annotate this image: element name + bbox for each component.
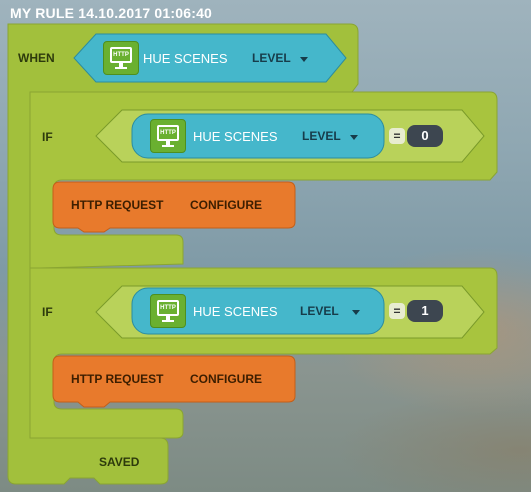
chevron-down-icon[interactable]	[300, 57, 308, 62]
action-2-name: HTTP REQUEST	[71, 372, 164, 386]
when-property-select[interactable]: LEVEL	[252, 51, 291, 65]
if-2-operator[interactable]: =	[389, 303, 405, 319]
http-icon-text: HTTP	[113, 52, 129, 58]
http-monitor-icon: HTTP	[150, 119, 186, 153]
action-2-configure[interactable]: CONFIGURE	[190, 372, 262, 386]
http-icon-text: HTTP	[160, 130, 176, 136]
action-1-configure[interactable]: CONFIGURE	[190, 198, 262, 212]
if-2-property-select[interactable]: LEVEL	[300, 304, 339, 318]
if-1-property-select[interactable]: LEVEL	[302, 129, 341, 143]
action-1-name: HTTP REQUEST	[71, 198, 164, 212]
http-icon-text: HTTP	[160, 305, 176, 311]
http-monitor-icon: HTTP	[150, 294, 186, 328]
if-2-device-block[interactable]	[131, 287, 385, 335]
action-block-1[interactable]	[52, 181, 296, 233]
when-device-block[interactable]	[73, 33, 347, 83]
when-device-name: HUE SCENES	[143, 51, 228, 66]
chevron-down-icon[interactable]	[352, 310, 360, 315]
http-monitor-icon: HTTP	[103, 41, 139, 75]
chevron-down-icon[interactable]	[350, 135, 358, 140]
if-1-operator[interactable]: =	[389, 128, 405, 144]
rule-title: MY RULE 14.10.2017 01:06:40	[10, 5, 213, 21]
if-1-device-name: HUE SCENES	[193, 129, 278, 144]
if-1-device-block[interactable]	[131, 113, 385, 159]
if-2-label: IF	[42, 305, 53, 319]
when-label: WHEN	[18, 51, 55, 65]
save-status: SAVED	[99, 455, 140, 469]
if-1-value-input[interactable]: 0	[407, 125, 443, 147]
if-2-device-name: HUE SCENES	[193, 304, 278, 319]
action-block-2[interactable]	[52, 355, 296, 408]
if-1-label: IF	[42, 130, 53, 144]
if-2-value-input[interactable]: 1	[407, 300, 443, 322]
